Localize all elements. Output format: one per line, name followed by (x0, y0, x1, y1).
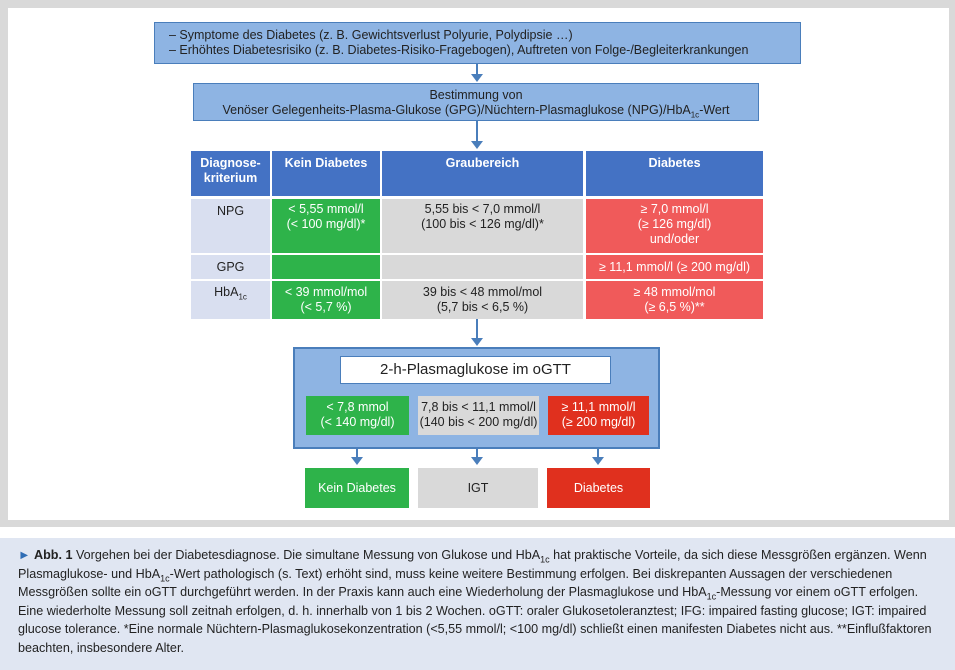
caption-subscript: 1c (540, 554, 550, 565)
symptoms-line-2: – Erhöhtes Diabetesrisiko (z. B. Diabete… (169, 43, 749, 57)
header-no-diabetes: Kein Diabetes (272, 151, 380, 196)
result-igt: IGT (418, 468, 538, 508)
caption-subscript: 1c (706, 591, 717, 602)
symptoms-line-1: – Symptome des Diabetes (z. B. Gewichtsv… (169, 28, 573, 42)
measurement-line-2: Venöser Gelegenheits-Plasma-Glukose (GPG… (194, 103, 758, 120)
arrow-head (471, 338, 483, 346)
caption-text-4: -Messung vor einem oGTT erfolgen. Eine w… (18, 585, 932, 655)
ogtt-no-diabetes: < 7,8 mmol (< 140 mg/dl) (306, 396, 409, 435)
npg-no-diabetes: < 5,55 mmol/l (< 100 mg/dl)* (272, 199, 380, 253)
hba1c-grey-line-1: 39 bis < 48 mmol/mol (422, 285, 543, 299)
npg-diabetes-line-3: und/oder (649, 232, 700, 246)
hba1c-grey-line-2: (5,7 bis < 6,5 %) (436, 300, 529, 314)
arrow-head (592, 457, 604, 465)
npg-no-diabetes-line-2: (< 100 mg/dl)* (286, 217, 366, 231)
hba1c-grey-area: 39 bis < 48 mmol/mol (5,7 bis < 6,5 %) (382, 281, 583, 319)
arrow-head (471, 457, 483, 465)
arrow-head (351, 457, 363, 465)
arrow-head (471, 74, 483, 82)
row-label-gpg: GPG (191, 255, 270, 279)
caption-subscript: 1c (160, 573, 170, 584)
measurement-line-1: Bestimmung von (429, 88, 523, 102)
npg-diabetes-line-2: (≥ 126 mg/dl) (637, 217, 712, 231)
arrow-connector (476, 64, 478, 75)
hba1c-diabetes-line-1: ≥ 48 mmol/mol (633, 285, 716, 299)
ogtt-grey-area: 7,8 bis < 11,1 mmol/l (140 bis < 200 mg/… (418, 396, 539, 435)
header-diabetes: Diabetes (586, 151, 763, 196)
hba1c-no-diabetes: < 39 mmol/mol (< 5,7 %) (272, 281, 380, 319)
ogtt-title: 2-h-Plasmaglukose im oGTT (340, 356, 611, 384)
arrow-head (471, 141, 483, 149)
figure-caption: ► Abb. 1 Vorgehen bei der Diabetesdiagno… (0, 538, 955, 670)
ogtt-red-line-1: ≥ 11,1 mmol/l (561, 400, 636, 414)
npg-grey-area: 5,55 bis < 7,0 mmol/l (100 bis < 126 mg/… (382, 199, 583, 253)
npg-grey-line-2: (100 bis < 126 mg/dl)* (421, 217, 544, 231)
row-label-hba1c: HbA1c (191, 281, 270, 319)
symptoms-box: – Symptome des Diabetes (z. B. Gewichtsv… (154, 22, 801, 64)
gpg-grey-area (382, 255, 583, 279)
arrow-connector (476, 121, 478, 142)
gpg-no-diabetes (272, 255, 380, 279)
hba1c-no-diabetes-line-1: < 39 mmol/mol (284, 285, 368, 299)
hba1c-diabetes: ≥ 48 mmol/mol (≥ 6,5 %)** (586, 281, 763, 319)
measurement-text: Venöser Gelegenheits-Plasma-Glukose (GPG… (222, 103, 691, 117)
arrow-connector (597, 449, 599, 458)
caption-title: Abb. 1 (33, 548, 73, 562)
header-criterion-line-1: Diagnose- (200, 156, 261, 170)
header-criterion-line-2: kriterium (203, 171, 258, 185)
ogtt-diabetes: ≥ 11,1 mmol/l (≥ 200 mg/dl) (548, 396, 649, 435)
caption-marker: ► (18, 548, 31, 562)
ogtt-red-line-2: (≥ 200 mg/dl) (561, 415, 636, 429)
arrow-connector (476, 319, 478, 339)
ogtt-green-line-1: < 7,8 mmol (326, 400, 389, 414)
hba1c-label-subscript: 1c (238, 292, 247, 302)
hba1c-no-diabetes-line-2: (< 5,7 %) (300, 300, 352, 314)
caption-text-1: Vorgehen bei der Diabetesdiagnose. Die s… (75, 548, 541, 562)
npg-diabetes-line-1: ≥ 7,0 mmol/l (640, 202, 709, 216)
npg-no-diabetes-line-1: < 5,55 mmol/l (288, 202, 364, 216)
header-grey-area: Graubereich (382, 151, 583, 196)
npg-diabetes: ≥ 7,0 mmol/l (≥ 126 mg/dl) und/oder (586, 199, 763, 253)
result-diabetes: Diabetes (547, 468, 650, 508)
hba1c-label-text: HbA (214, 285, 239, 299)
measurement-suffix: -Wert (699, 103, 730, 117)
ogtt-grey-line-1: 7,8 bis < 11,1 mmol/l (421, 400, 536, 414)
ogtt-green-line-2: (< 140 mg/dl) (320, 415, 395, 429)
result-no-diabetes: Kein Diabetes (305, 468, 409, 508)
gpg-diabetes: ≥ 11,1 mmol/l (≥ 200 mg/dl) (586, 255, 763, 279)
row-label-npg: NPG (191, 199, 270, 253)
measurement-box: Bestimmung von Venöser Gelegenheits-Plas… (193, 83, 759, 121)
npg-grey-line-1: 5,55 bis < 7,0 mmol/l (424, 202, 541, 216)
caption-text-3: -Wert pathologisch (s. Text) erhöht sind… (18, 566, 893, 600)
arrow-connector (476, 449, 478, 458)
header-criterion: Diagnose- kriterium (191, 151, 270, 196)
arrow-connector (356, 449, 358, 458)
measurement-subscript: 1c (690, 110, 700, 120)
caption-text-2: hat praktische Vorteile, da sich diese M… (18, 548, 927, 581)
ogtt-grey-line-2: (140 bis < 200 mg/dl) (419, 415, 538, 429)
hba1c-diabetes-line-2: (≥ 6,5 %)** (644, 300, 705, 314)
